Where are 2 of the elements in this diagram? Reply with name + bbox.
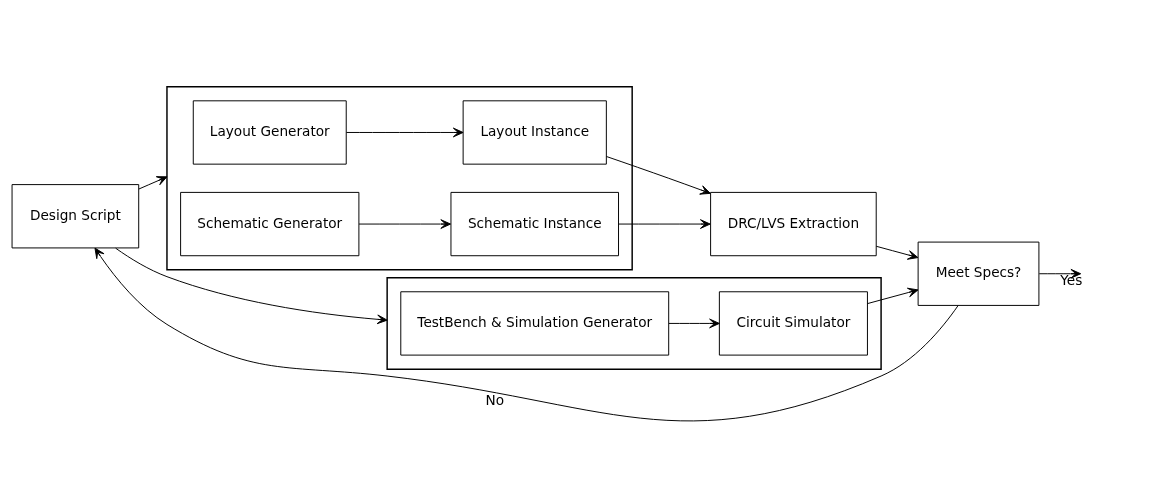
edge-label: No [485, 391, 505, 408]
edge-label: Yes [1060, 271, 1083, 288]
